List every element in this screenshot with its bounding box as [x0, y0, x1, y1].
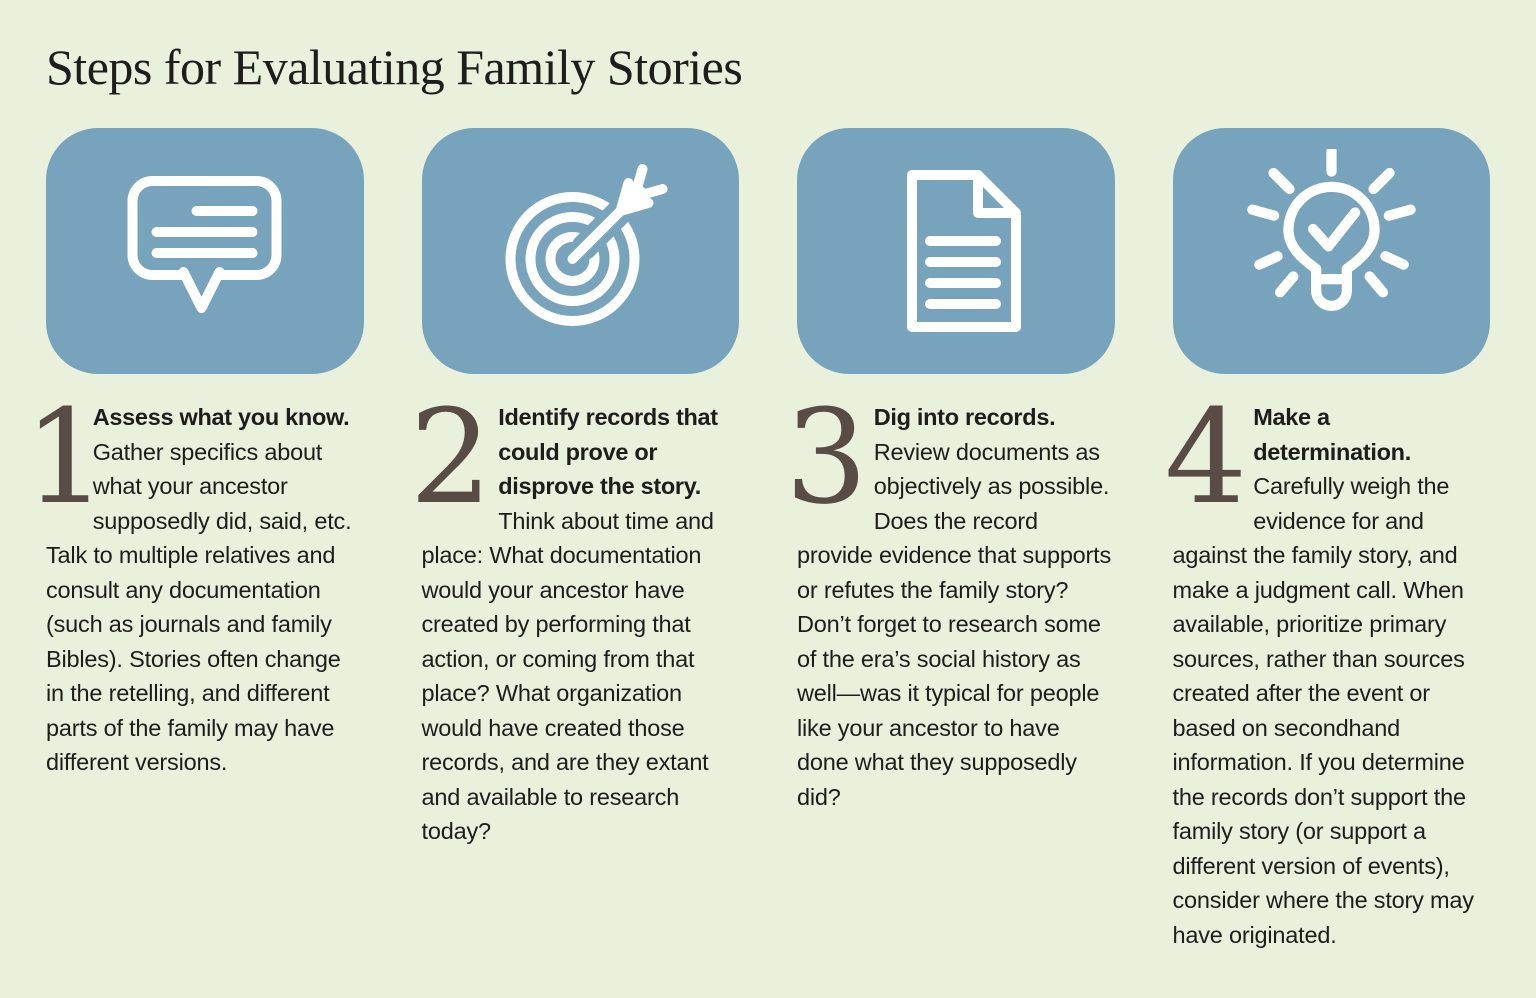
step-2-text: 2 Identify records that could prove or d… [410, 392, 740, 849]
step-1-number: 1 [24, 381, 107, 533]
step-2: 2 Identify records that could prove or d… [410, 128, 740, 952]
target-arrow-icon [505, 164, 668, 326]
step-3-body: Review documents as objectively as possi… [797, 438, 1112, 810]
step-3-lead: Dig into records. [873, 404, 1056, 430]
step-4-lead: Make a determination. [1253, 404, 1411, 465]
step-4: 4 Make a determination. Carefully weigh … [1165, 128, 1491, 952]
speech-bubble-icon [127, 176, 282, 313]
step-2-number: 2 [409, 381, 493, 533]
step-2-lead: Identify records that could prove or dis… [498, 404, 718, 499]
step-3-icon-tile [797, 128, 1115, 374]
step-3-text: 3 Dig into records. Review documents as … [785, 392, 1115, 814]
step-2-icon-tile [421, 128, 739, 374]
infographic-page: Steps for Evaluating Family Stories 1 As… [24, 39, 1491, 952]
step-2-body: Think about time and place: What documen… [421, 507, 714, 845]
step-4-text: 4 Make a determination. Carefully weigh … [1165, 392, 1491, 952]
step-1-body: Gather specifics about what your ancesto… [46, 438, 352, 776]
step-1-text: 1 Assess what you know. Gather specifics… [24, 392, 364, 780]
step-3: 3 Dig into records. Review documents as … [785, 128, 1115, 952]
step-4-body: Carefully weigh the evidence for and aga… [1172, 473, 1475, 948]
step-1-lead: Assess what you know. [92, 404, 350, 430]
lightbulb-check-icon [1246, 148, 1416, 311]
step-1-icon-tile [46, 128, 364, 374]
step-4-number: 4 [1164, 381, 1248, 533]
steps-grid: 1 Assess what you know. Gather specifics… [24, 128, 1491, 952]
document-icon [906, 170, 1021, 332]
step-4-icon-tile [1172, 128, 1490, 374]
page-title: Steps for Evaluating Family Stories [46, 39, 743, 95]
step-1: 1 Assess what you know. Gather specifics… [24, 128, 364, 952]
step-3-number: 3 [785, 381, 868, 533]
